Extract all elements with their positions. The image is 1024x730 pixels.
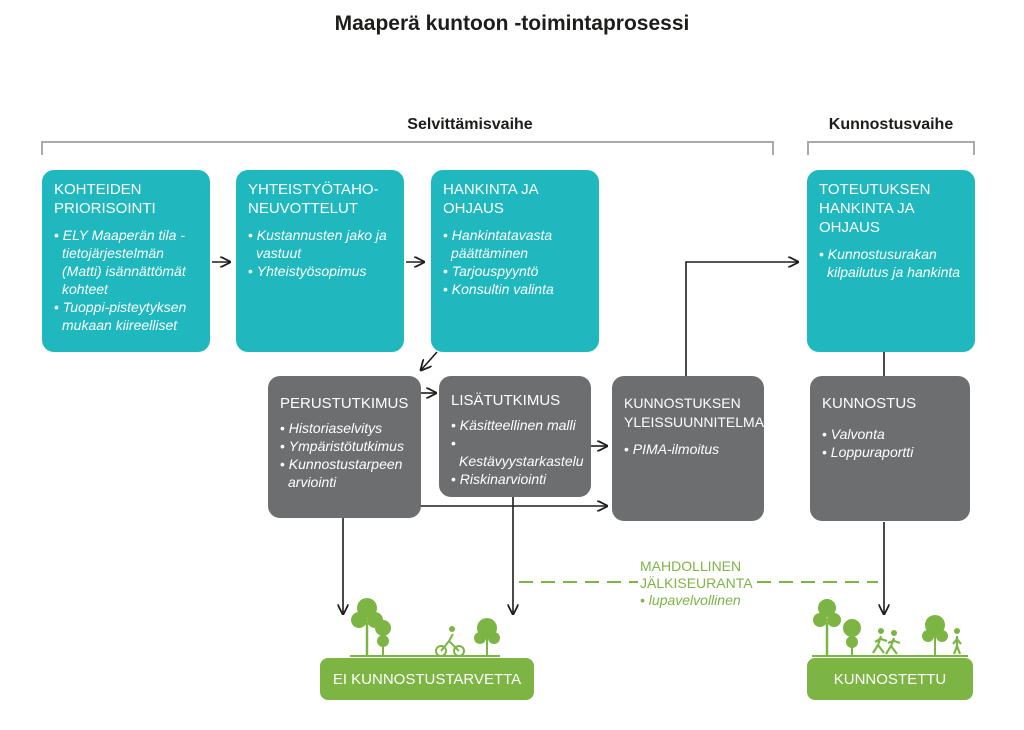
tree-icon (813, 599, 861, 655)
box-additional-study: LISÄTUTKIMUS Käsitteellinen malli Kestäv… (439, 376, 591, 497)
list-item: Yhteistyösopimus (248, 262, 394, 280)
list-item: Kestävyystarkastelu (451, 434, 584, 470)
outcome-remediated: KUNNOSTETTU (807, 658, 973, 700)
outcome-no-need: EI KUNNOSTUSTARVETTA (320, 658, 534, 700)
box-negotiations-heading: YHTEISTYÖTAHO-NEUVOTTELUT (248, 181, 379, 217)
followup-item: • lupavelvollinen (640, 592, 741, 608)
box-prioritization-heading: KOHTEIDEN PRIORISOINTI (54, 181, 156, 217)
box-remediation-heading: KUNNOSTUS (822, 395, 917, 412)
box-remediation: KUNNOSTUS Valvonta Loppuraportti (810, 376, 970, 521)
box-implementation-procurement-heading: TOTEUTUKSEN HANKINTA JA OHJAUS (819, 181, 931, 236)
list-item: Kunnostusurakan kilpailutus ja hankinta (819, 245, 965, 281)
runner-icon (872, 628, 901, 655)
box-basic-study: PERUSTUTKIMUS Historiaselvitys Ympäristö… (268, 376, 421, 518)
list-item: Käsitteellinen malli (451, 416, 581, 434)
followup-line1: MAHDOLLINEN (640, 558, 742, 574)
box-prioritization: KOHTEIDEN PRIORISOINTI ELY Maaperän tila… (42, 170, 210, 352)
list-item: Riskinarviointi (451, 470, 581, 488)
tree-icon (922, 615, 948, 655)
box-procurement: HANKINTA JA OHJAUS Hankintatavasta päätt… (431, 170, 599, 352)
box-general-plan: KUNNOSTUKSEN YLEISSUUNNITELMA PIMA-ilmoi… (612, 376, 764, 521)
box-procurement-heading: HANKINTA JA OHJAUS (443, 181, 538, 217)
tree-icon (351, 598, 391, 655)
box-implementation-procurement: TOTEUTUKSEN HANKINTA JA OHJAUS Kunnostus… (807, 170, 975, 352)
list-item: PIMA-ilmoitus (624, 440, 754, 458)
arrow-procurement-basic-study (421, 351, 438, 370)
list-item: Konsultin valinta (443, 280, 589, 298)
list-item: Kunnostustarpeen arviointi (280, 455, 411, 491)
bracket-remediation (807, 141, 975, 155)
list-item: Loppuraportti (822, 443, 960, 461)
bracket-investigation (41, 141, 774, 155)
list-item: Tarjouspyyntö (443, 262, 589, 280)
followup-note: MAHDOLLINEN JÄLKISEURANTA • lupavelvolli… (640, 558, 760, 609)
list-item: Valvonta (822, 425, 960, 443)
list-item: Hankintatavasta päättäminen (443, 226, 589, 262)
page-title: Maaperä kuntoon -toimintaprosessi (334, 12, 690, 35)
box-basic-study-heading: PERUSTUTKIMUS (280, 395, 409, 412)
tree-icon (474, 618, 500, 655)
phase-label-remediation: Kunnostusvaihe (828, 116, 954, 133)
list-item: Ympäristötutkimus (280, 437, 411, 455)
cyclist-icon (435, 626, 465, 657)
list-item: Historiaselvitys (280, 419, 411, 437)
box-negotiations: YHTEISTYÖTAHO-NEUVOTTELUT Kustannusten j… (236, 170, 404, 352)
arrow-plan-implementation (685, 262, 798, 376)
phase-label-investigation: Selvittämisvaihe (407, 116, 533, 133)
list-item: Kustannusten jako ja vastuut (248, 226, 394, 262)
box-additional-study-heading: LISÄTUTKIMUS (451, 392, 561, 409)
box-general-plan-heading: KUNNOSTUKSEN YLEISSUUNNITELMA (624, 395, 765, 430)
followup-line2: JÄLKISEURANTA (640, 575, 753, 591)
list-item: ELY Maaperän tila -tietojärjestelmän (Ma… (54, 226, 200, 298)
walker-icon (952, 628, 962, 655)
list-item: Tuoppi-pisteytyksen mukaan kiireelliset (54, 298, 200, 334)
